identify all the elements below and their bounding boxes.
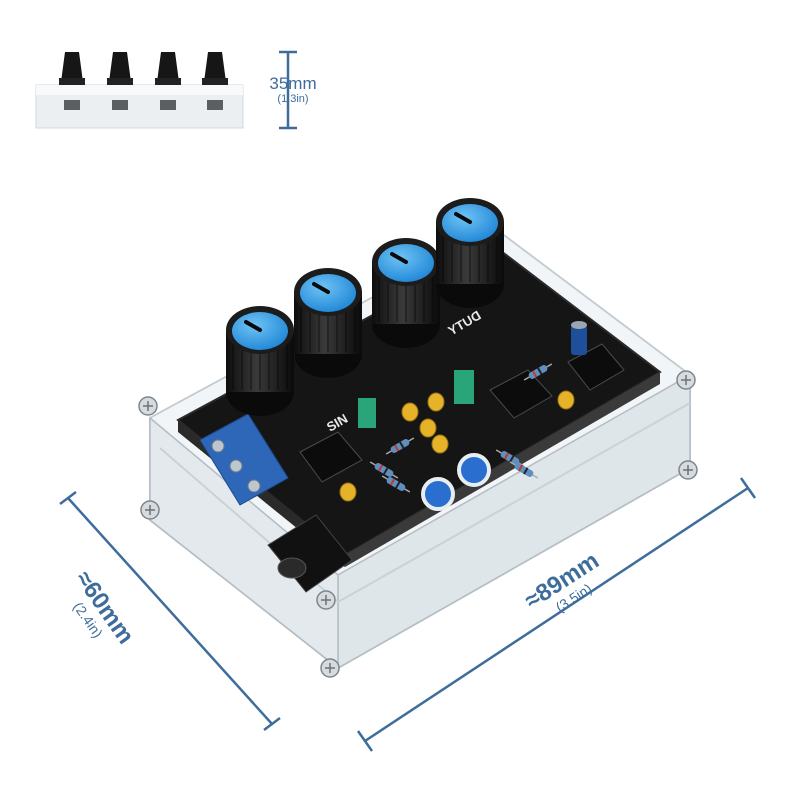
side-view-inset	[35, 52, 244, 129]
electrolytic-capacitor	[571, 321, 587, 355]
capacitor	[339, 482, 357, 502]
side-view-knobs	[59, 52, 228, 110]
ceramic-capacitors	[339, 390, 575, 502]
capacitor	[431, 434, 449, 454]
screw	[316, 590, 336, 610]
side-knob	[202, 52, 228, 110]
resistor	[369, 461, 399, 479]
screw	[138, 396, 158, 416]
screw	[678, 460, 698, 480]
knob	[372, 238, 440, 348]
resistor	[381, 475, 411, 493]
resistor	[385, 437, 415, 455]
height-imperial: (1.3in)	[277, 93, 309, 105]
ic-chip-far-right	[567, 343, 625, 391]
capacitor	[401, 402, 419, 422]
capacitor	[557, 390, 575, 410]
side-knob	[155, 52, 181, 110]
screw	[676, 370, 696, 390]
terminal-block	[199, 413, 289, 506]
depth-dimension-line	[59, 491, 281, 731]
dc-power-jack	[267, 514, 353, 593]
knob	[294, 268, 362, 378]
knob	[436, 198, 504, 308]
capacitor	[427, 392, 445, 412]
resistor	[523, 363, 553, 381]
jumper-left	[358, 398, 376, 428]
trimmer-potentiometer-left	[421, 477, 455, 511]
width-dimension-line	[356, 477, 757, 752]
height-dimension-label: 35mm (1.3in)	[258, 74, 328, 105]
trimmer-potentiometer-right	[457, 453, 491, 487]
side-knob	[107, 52, 133, 110]
height-value: 35mm	[269, 74, 317, 93]
side-view-case-band	[36, 85, 243, 95]
screw	[140, 500, 160, 520]
resistors	[369, 363, 553, 493]
height-dimension-line	[279, 50, 297, 130]
resistor	[509, 461, 539, 479]
jumper-right	[454, 370, 474, 404]
ic-chip-left	[299, 431, 363, 483]
side-knob	[59, 52, 85, 110]
ic-chip-right	[489, 369, 553, 419]
screw	[320, 658, 340, 678]
potentiometer-knobs	[226, 198, 504, 416]
case-screws	[138, 370, 698, 678]
knob	[226, 306, 294, 416]
capacitor	[419, 418, 437, 438]
